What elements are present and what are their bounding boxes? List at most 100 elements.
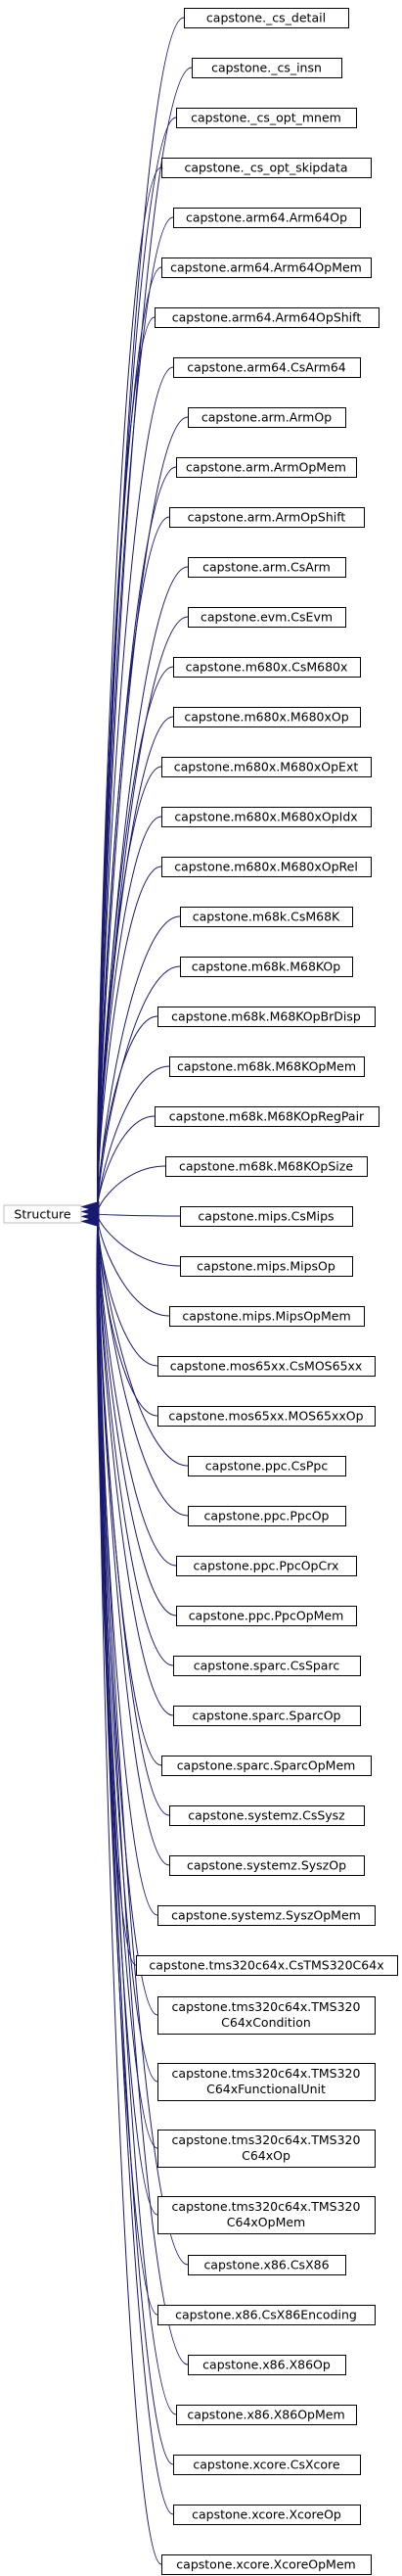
class-node-box	[173, 2505, 361, 2525]
class-node-box	[169, 1306, 365, 1327]
class-node[interactable]: capstone.m680x.M680xOp	[173, 707, 361, 727]
class-node-label: capstone.arm.ArmOpShift	[188, 510, 346, 525]
class-node[interactable]: capstone.m68k.M68KOp	[180, 957, 353, 977]
class-node[interactable]: capstone.systemz.CsSysz	[169, 1805, 365, 1826]
class-node-label: capstone.systemz.CsSysz	[188, 1808, 345, 1823]
class-node[interactable]: capstone.mips.MipsOpMem	[169, 1306, 365, 1327]
class-node-box	[176, 457, 357, 478]
class-node[interactable]: capstone.m68k.M68KOpBrDisp	[157, 1007, 376, 1027]
class-node-label: capstone.systemz.SyszOp	[187, 1858, 346, 1873]
class-node-label: capstone.sparc.SparcOp	[193, 1709, 341, 1723]
class-node[interactable]: capstone.xcore.XcoreOp	[173, 2505, 361, 2525]
class-node-label: C64xCondition	[221, 2015, 311, 2030]
class-node[interactable]: capstone.mips.MipsOp	[180, 1256, 353, 1277]
class-node[interactable]: capstone.sparc.CsSparc	[173, 1656, 361, 1676]
class-node-label: capstone.x86.X86Op	[202, 2358, 331, 2372]
root-node-box	[3, 1204, 82, 1224]
class-node-box	[157, 1406, 376, 1427]
class-node[interactable]: capstone.xcore.CsXcore	[173, 2455, 361, 2475]
class-node[interactable]: capstone.m680x.M680xOpExt	[161, 757, 372, 777]
class-node[interactable]: capstone.arm.ArmOpShift	[169, 507, 365, 528]
class-node-box	[157, 1007, 376, 1027]
class-node-label: capstone.m680x.M680xOpIdx	[174, 810, 357, 824]
class-node[interactable]: capstone._cs_detail	[184, 8, 349, 28]
class-node-box	[173, 657, 361, 678]
class-node-box	[176, 2405, 357, 2425]
class-node[interactable]: capstone.x86.X86Op	[188, 2355, 346, 2375]
inheritance-edge	[97, 1213, 162, 2565]
class-node-label: capstone._cs_detail	[206, 11, 326, 25]
class-node[interactable]: capstone.sparc.SparcOpMem	[161, 1756, 372, 1776]
class-node-label: capstone.sparc.SparcOpMem	[177, 1758, 356, 1773]
class-node[interactable]: capstone.systemz.SyszOp	[169, 1855, 365, 1876]
class-node-box	[157, 1905, 376, 1926]
class-node[interactable]: capstone.ppc.PpcOpCrx	[176, 1556, 357, 1576]
root-node-label: Structure	[14, 1207, 70, 1222]
class-node-box	[157, 1996, 376, 2035]
class-node[interactable]: capstone._cs_opt_mnem	[176, 108, 357, 128]
class-node[interactable]: capstone.m680x.M680xOpIdx	[161, 807, 372, 827]
class-node[interactable]: capstone.arm64.Arm64OpShift	[155, 307, 380, 328]
class-node-box	[161, 857, 372, 877]
class-node-label: capstone.mips.MipsOpMem	[182, 1309, 350, 1324]
class-node-label: capstone.m680x.M680xOpRel	[174, 860, 358, 874]
class-node-label: capstone.tms320c64x.TMS320	[172, 2199, 361, 2214]
class-node[interactable]: capstone.mips.CsMips	[180, 1206, 353, 1227]
class-node[interactable]: capstone.tms320c64x.TMS320C64xFunctional…	[157, 2063, 376, 2101]
class-node[interactable]: capstone.ppc.CsPpc	[188, 1456, 346, 1476]
class-node-box	[188, 607, 346, 628]
class-node-label: capstone.tms320c64x.CsTMS320C64x	[149, 1958, 383, 1973]
class-node[interactable]: capstone.m68k.M68KOpSize	[165, 1156, 368, 1177]
class-node[interactable]: capstone.m68k.M68KOpMem	[169, 1056, 365, 1077]
class-node-label: C64xOp	[242, 2148, 290, 2163]
class-node-box	[176, 1556, 357, 1576]
class-node-label: capstone.m68k.M68KOp	[192, 960, 340, 974]
class-node[interactable]: capstone.ppc.PpcOp	[188, 1506, 346, 1526]
class-node[interactable]: capstone.x86.X86OpMem	[176, 2405, 357, 2425]
class-node-label: capstone.m68k.M68KOpSize	[179, 1159, 353, 1174]
class-node[interactable]: capstone.arm.CsArm	[188, 557, 346, 578]
class-node[interactable]: capstone.x86.CsX86	[188, 2255, 346, 2275]
class-node[interactable]: capstone.xcore.XcoreOpMem	[161, 2554, 372, 2575]
class-node-label: capstone.ppc.PpcOp	[204, 1509, 330, 1523]
class-node[interactable]: capstone.m680x.M680xOpRel	[161, 857, 372, 877]
class-node[interactable]: capstone.systemz.SyszOpMem	[157, 1905, 376, 1926]
class-node[interactable]: capstone.mos65xx.CsMOS65xx	[157, 1356, 376, 1377]
class-node[interactable]: capstone.arm.ArmOp	[188, 407, 346, 428]
class-node[interactable]: capstone.ppc.PpcOpMem	[176, 1606, 357, 1626]
class-node[interactable]: capstone.tms320c64x.CsTMS320C64x	[136, 1955, 398, 1976]
class-node-box	[188, 1506, 346, 1526]
class-node[interactable]: capstone.m68k.M68KOpRegPair	[155, 1106, 380, 1127]
class-node[interactable]: capstone.arm.ArmOpMem	[176, 457, 357, 478]
class-node-box	[165, 1156, 368, 1177]
class-node-box	[188, 2355, 346, 2375]
class-node-label: capstone.m68k.M68KOpRegPair	[169, 1109, 365, 1124]
class-node-label: capstone.sparc.CsSparc	[194, 1659, 340, 1673]
class-node-label: capstone._cs_opt_mnem	[191, 111, 341, 125]
class-node[interactable]: capstone._cs_opt_skipdata	[161, 158, 372, 178]
class-node[interactable]: capstone.x86.CsX86Encoding	[157, 2305, 376, 2325]
class-node-box	[188, 407, 346, 428]
class-node[interactable]: capstone.sparc.SparcOp	[173, 1706, 361, 1726]
class-node[interactable]: capstone.m680x.CsM680x	[173, 657, 361, 678]
class-node-box	[157, 2130, 376, 2168]
class-node-box	[161, 158, 372, 178]
class-node[interactable]: capstone._cs_insn	[192, 58, 342, 78]
root-node[interactable]: Structure	[3, 1204, 82, 1224]
class-node-label: capstone.m68k.M68KOpBrDisp	[171, 1009, 361, 1024]
class-node-box	[184, 8, 349, 28]
class-node[interactable]: capstone.evm.CsEvm	[188, 607, 346, 628]
class-node[interactable]: capstone.m68k.CsM68K	[180, 907, 353, 927]
class-node[interactable]: capstone.arm64.CsArm64	[173, 357, 361, 378]
class-node-label: capstone.arm64.Arm64OpShift	[172, 310, 362, 325]
arrowhead	[80, 1215, 100, 1228]
class-node-label: capstone.m680x.CsM680x	[186, 660, 348, 675]
class-node[interactable]: capstone.mos65xx.MOS65xxOp	[157, 1406, 376, 1427]
class-node[interactable]: capstone.arm64.Arm64Op	[173, 208, 361, 228]
class-node[interactable]: capstone.arm64.Arm64OpMem	[161, 258, 372, 278]
